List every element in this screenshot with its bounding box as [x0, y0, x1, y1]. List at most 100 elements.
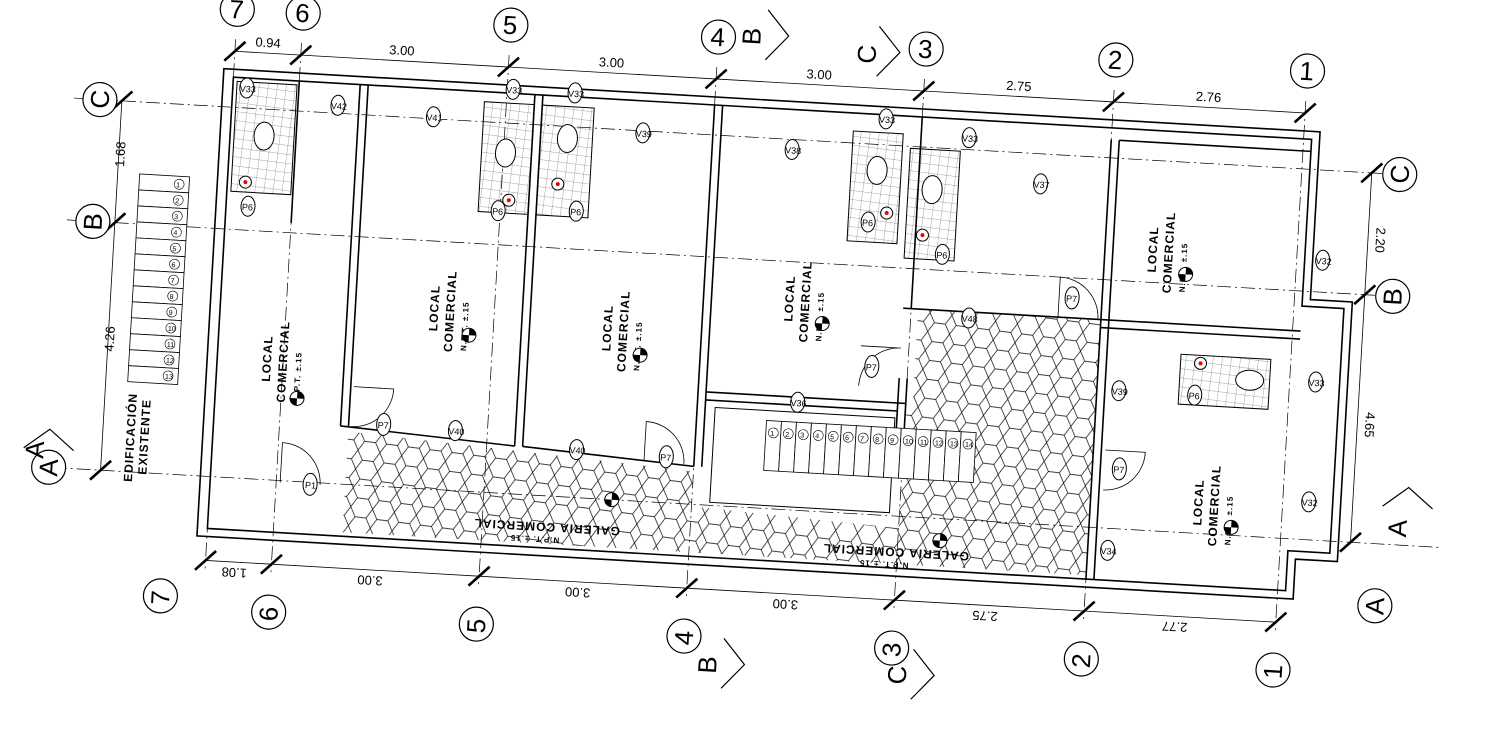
window-tag-v39-a: V39 [636, 128, 653, 139]
stair-step-marker [170, 242, 181, 254]
axis-top-7: 7 [228, 0, 244, 25]
stair-step-marker [962, 438, 974, 450]
dim-right-1: 2.20 [1372, 227, 1388, 253]
room-label-3-npt: N.P.T. ±.15 [632, 321, 644, 371]
stair-step-marker [768, 427, 779, 439]
stair-step-marker [872, 433, 884, 445]
dim-bottom-6: 2.77 [1162, 619, 1188, 635]
door-tag-p6-f: P6 [1188, 391, 1200, 402]
stair-step-marker [902, 435, 914, 446]
dim-top-1: 0.94 [255, 34, 281, 50]
existing-building-line2: EXISTENTE [135, 399, 153, 475]
room-label-1-line2: COMERCIAL [274, 321, 293, 403]
window-tag-v36: V36 [790, 398, 807, 409]
section-mark-c-bottom: C [882, 665, 913, 685]
axis-left-b: B [77, 212, 108, 231]
window-tag-v48: V48 [961, 314, 978, 325]
stair-step-number: 5 [172, 246, 176, 253]
axis-right-a: A [1359, 596, 1390, 616]
axis-top-2: 2 [1107, 45, 1123, 76]
dim-right-2: 4.65 [1362, 412, 1378, 438]
axis-left-c: C [84, 89, 115, 109]
door-tag-p7-d: P7 [1066, 294, 1078, 305]
stair-step-marker [812, 430, 824, 441]
room-labels: LOCAL COMERCIAL N.P.T. ±.15 LOCAL COMERC… [120, 211, 1235, 570]
window-tag-v38: V38 [785, 145, 802, 156]
window-tag-v33-e: V33 [962, 133, 979, 144]
dimension-lines: 0.94 3.00 3.00 3.00 2.75 2.76 1.08 3.00 … [89, 34, 1389, 635]
window-tag-v33-a: V33 [239, 84, 256, 95]
room-label-3-line2: COMERCIAL [614, 290, 633, 372]
stair-step-marker [166, 306, 178, 318]
window-tag-v32-a: V32 [1315, 256, 1332, 267]
stair-step-marker [797, 429, 809, 440]
bathrooms [230, 80, 1272, 410]
stair-step-number: 6 [845, 435, 849, 442]
stair-step-number: 3 [174, 214, 178, 221]
room-label-4-line2: COMERCIAL [796, 261, 815, 343]
room-label-6-line2: COMERCIAL [1205, 464, 1224, 546]
stair-step-number: 1 [770, 431, 774, 438]
door-tag-p7-b: P7 [660, 452, 672, 463]
room-label-1-line1: LOCAL [259, 335, 276, 382]
room-label-6-line1: LOCAL [1190, 479, 1207, 526]
axis-left-a: A [33, 457, 64, 477]
stair-step-number: 10 [905, 438, 913, 445]
room-label-2-line1: LOCAL [426, 284, 443, 331]
doors [279, 276, 1146, 491]
door-tag-p6-e: P6 [936, 250, 948, 261]
section-mark-b-bottom: B [692, 655, 723, 674]
room-label-1-npt: N.P.T. ±.15 [292, 352, 304, 402]
plan-body: 0.94 3.00 3.00 3.00 2.75 2.76 1.08 3.00 … [19, 0, 1441, 700]
level-markers [289, 266, 1239, 549]
window-tag-v41: V41 [426, 112, 443, 123]
dim-bottom-5: 2.75 [972, 608, 998, 624]
stair-step-marker [169, 258, 180, 270]
room-label-2-line2: COMERCIAL [441, 270, 460, 352]
stair-step-number: 6 [171, 262, 175, 269]
window-tag-v33-c: V33 [568, 89, 585, 100]
window-tag-v33-d: V33 [879, 114, 896, 125]
dim-bottom-4: 3.00 [772, 596, 798, 612]
dim-top-5: 2.75 [1006, 78, 1032, 94]
stair-step-marker [932, 437, 944, 448]
stair-step-marker [167, 290, 179, 302]
stair-step-marker [172, 194, 184, 206]
gallery-label-1-npt: N.P.T. ±.15 [510, 533, 560, 545]
dim-top-2: 3.00 [389, 42, 415, 58]
stair-step-marker [887, 434, 899, 446]
door-tag-p6-d: P6 [862, 218, 874, 229]
window-tag-v34: V34 [1100, 546, 1117, 557]
stair-step-marker [827, 431, 839, 442]
dim-bottom-2: 3.00 [357, 572, 383, 588]
stair-step-marker [163, 354, 175, 366]
door-tag-p6-b: P6 [492, 206, 504, 217]
stair-step-number: 11 [167, 342, 175, 349]
axis-top-1: 1 [1299, 56, 1315, 87]
axis-bottom-6: 6 [253, 606, 284, 622]
stair-step-number: 9 [169, 310, 173, 317]
door-tag-p6-c: P6 [570, 207, 582, 218]
axis-top-4: 4 [710, 22, 726, 53]
stair-step-number: 3 [800, 432, 804, 439]
dim-bottom-3: 3.00 [565, 584, 591, 600]
dim-top-4: 3.00 [806, 66, 832, 82]
stair-step-number: 4 [815, 433, 819, 440]
door-tag-p1: P1 [305, 480, 317, 491]
window-tag-v39-b: V39 [1111, 386, 1128, 397]
room-label-4-line1: LOCAL [781, 275, 798, 322]
stair-step-marker [842, 431, 854, 443]
axis-bottom-4: 4 [668, 630, 699, 646]
stair-step-number: 7 [170, 278, 174, 285]
gallery-label-2-npt: N.P.T. ±.15 [859, 558, 909, 570]
dim-top-6: 2.76 [1195, 89, 1221, 105]
window-tag-v37: V37 [1033, 179, 1050, 190]
axis-bubbles: 7 6 5 4 3 2 1 7 6 5 4 3 2 1 [31, 0, 1418, 688]
stair-step-number: 2 [175, 198, 179, 205]
room-label-3-line1: LOCAL [599, 304, 616, 351]
window-tag-v33-b: V33 [506, 85, 523, 96]
stair-step-number: 8 [875, 437, 879, 444]
